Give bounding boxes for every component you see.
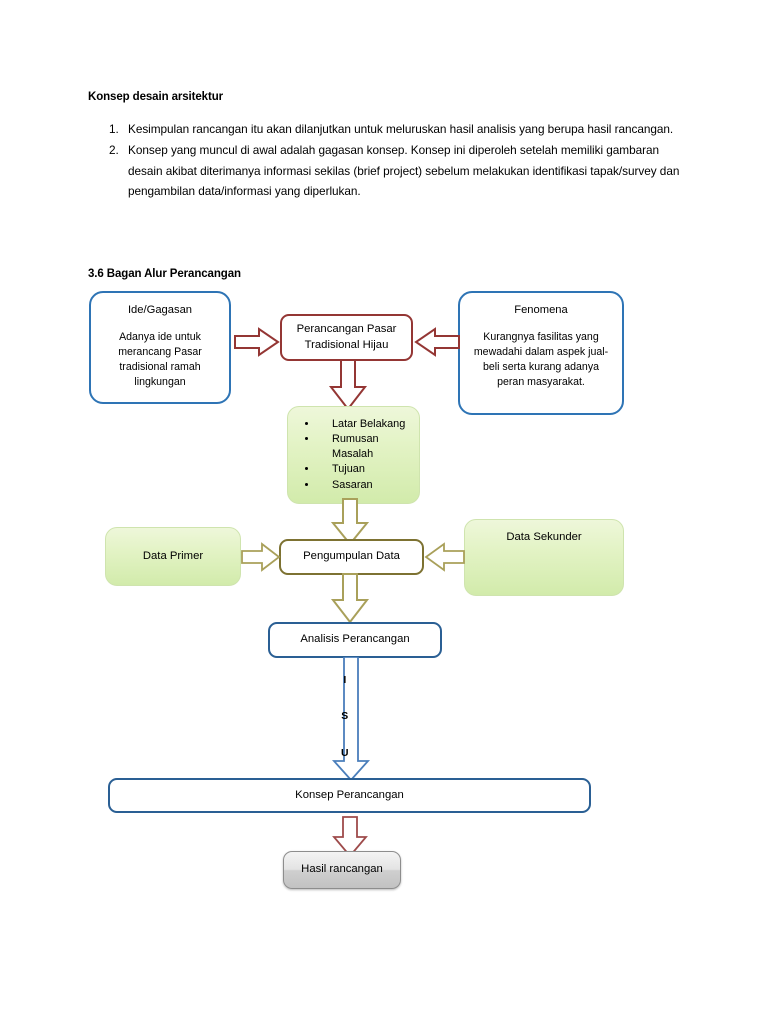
arrow-fenomena-to-perancangan [414,327,460,357]
arrow-konsep-to-hasil [330,816,370,858]
node-pokok-bahasan: Latar Belakang Rumusan Masalah Tujuan Sa… [287,406,420,504]
node-ide-gagasan-body: Adanya ide untuk merancang Pasar tradisi… [118,331,202,389]
node-hasil-rancangan-label: Hasil rancangan [301,863,383,876]
arrow-analisis-to-konsep [330,657,372,782]
node-konsep-perancangan: Konsep Perancangan [108,778,591,813]
isu-letter-u: U [341,747,349,759]
arrow-pokok-to-pengumpulan [330,498,370,546]
node-pengumpulan-data-label: Pengumpulan Data [303,550,400,563]
node-data-sekunder-label: Data Sekunder [506,531,582,543]
node-fenomena-title: Fenomena [514,304,568,316]
arrow-data-primer-to-pengumpulan [241,542,281,572]
node-data-primer: Data Primer [105,527,241,586]
node-konsep-perancangan-label: Konsep Perancangan [295,788,404,801]
pokok-bahasan-list: Latar Belakang Rumusan Masalah Tujuan Sa… [288,417,419,493]
node-fenomena-body: Kurangnya fasilitas yang mewadahi dalam … [473,331,609,389]
node-data-primer-label: Data Primer [142,549,204,562]
node-analisis-perancangan: Analisis Perancangan [268,622,442,658]
arrow-perancangan-to-pokok [328,359,368,411]
document-text-block: Konsep desain arsitektur Kesimpulan ranc… [88,90,684,202]
list-item: Kesimpulan rancangan itu akan dilanjutka… [122,119,684,139]
list-item: Rumusan Masalah [318,432,419,461]
node-fenomena: Fenomena Kurangnya fasilitas yang mewada… [458,291,624,415]
list-item: Sasaran [318,478,419,492]
node-data-sekunder: Data Sekunder [464,519,624,596]
isu-letter-i: I [343,675,347,686]
numbered-list: Kesimpulan rancangan itu akan dilanjutka… [88,119,684,201]
node-perancangan-pasar-label: Perancangan Pasar Tradisional Hijau [296,322,397,351]
node-hasil-rancangan: Hasil rancangan [283,851,401,889]
section-heading: 3.6 Bagan Alur Perancangan [88,268,241,280]
arrow-data-sekunder-to-pengumpulan [424,542,465,572]
list-item: Latar Belakang [318,417,419,431]
page-title: Konsep desain arsitektur [88,91,224,103]
node-pengumpulan-data: Pengumpulan Data [279,539,424,575]
node-perancangan-pasar: Perancangan Pasar Tradisional Hijau [280,314,413,361]
list-item: Konsep yang muncul di awal adalah gagasa… [122,140,684,201]
arrow-ide-to-perancangan [234,327,280,357]
arrow-pengumpulan-to-analisis [330,573,370,624]
list-item: Tujuan [318,462,419,476]
isu-label-group: I S U [341,675,349,785]
node-ide-gagasan-title: Ide/Gagasan [127,304,193,316]
isu-letter-s: S [341,711,349,723]
node-analisis-perancangan-label: Analisis Perancangan [300,633,410,646]
node-ide-gagasan: Ide/Gagasan Adanya ide untuk merancang P… [89,291,231,404]
